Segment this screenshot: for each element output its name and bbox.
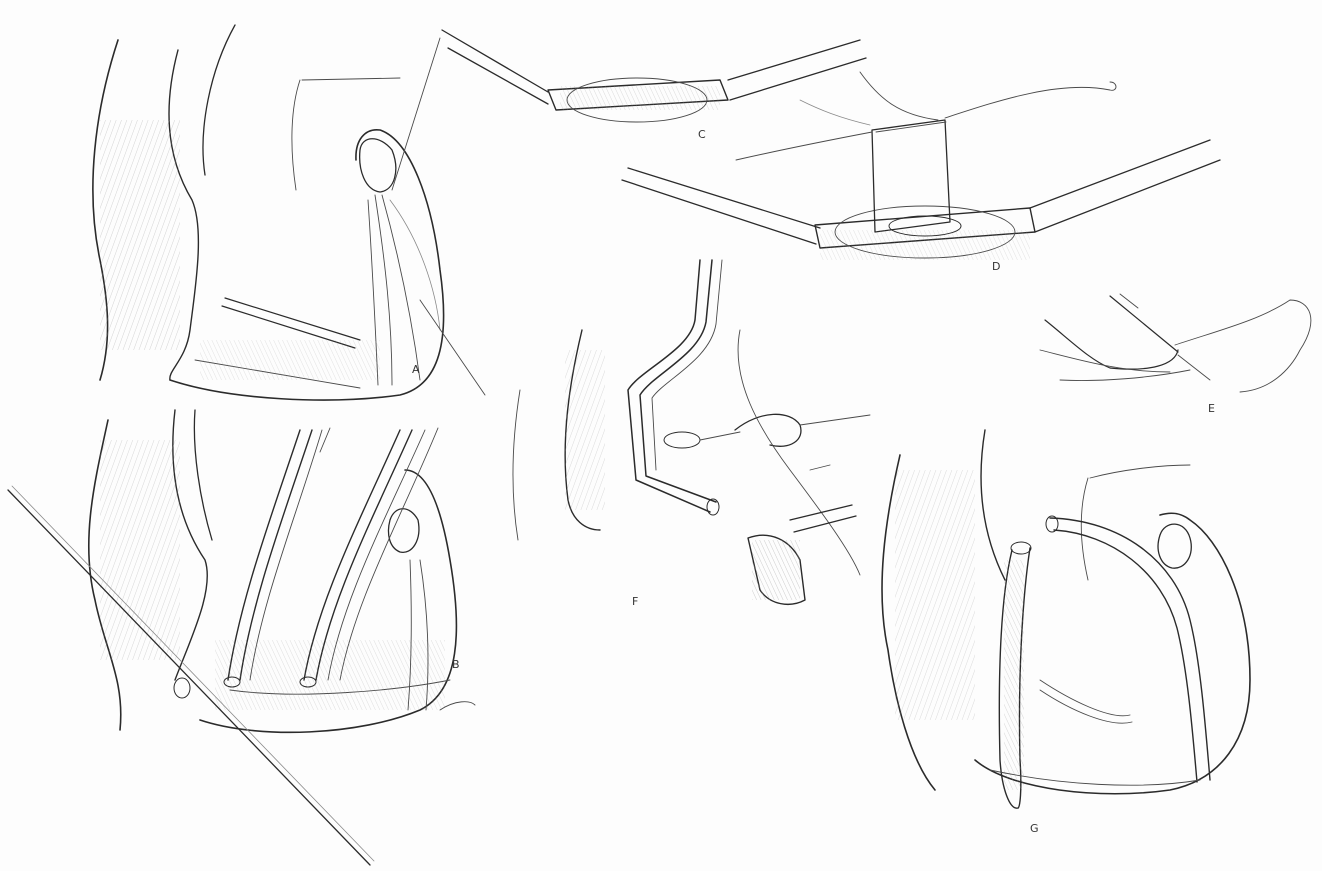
panel-c-drawing: C: [442, 30, 866, 141]
panel-label-b: B: [452, 658, 460, 671]
panel-e-drawing: E: [1040, 294, 1311, 415]
panel-b-drawing: B: [8, 410, 475, 865]
panel-g-drawing: G: [882, 430, 1250, 835]
panel-label-a: A: [412, 363, 420, 376]
panel-label-e: E: [1208, 402, 1215, 415]
panel-f-drawing: F: [513, 260, 870, 608]
panel-label-c: C: [698, 128, 706, 141]
panel-label-g: G: [1030, 822, 1039, 835]
panel-a-drawing: A: [93, 25, 485, 400]
panel-label-f: F: [632, 595, 638, 608]
panel-label-d: D: [992, 260, 1000, 273]
